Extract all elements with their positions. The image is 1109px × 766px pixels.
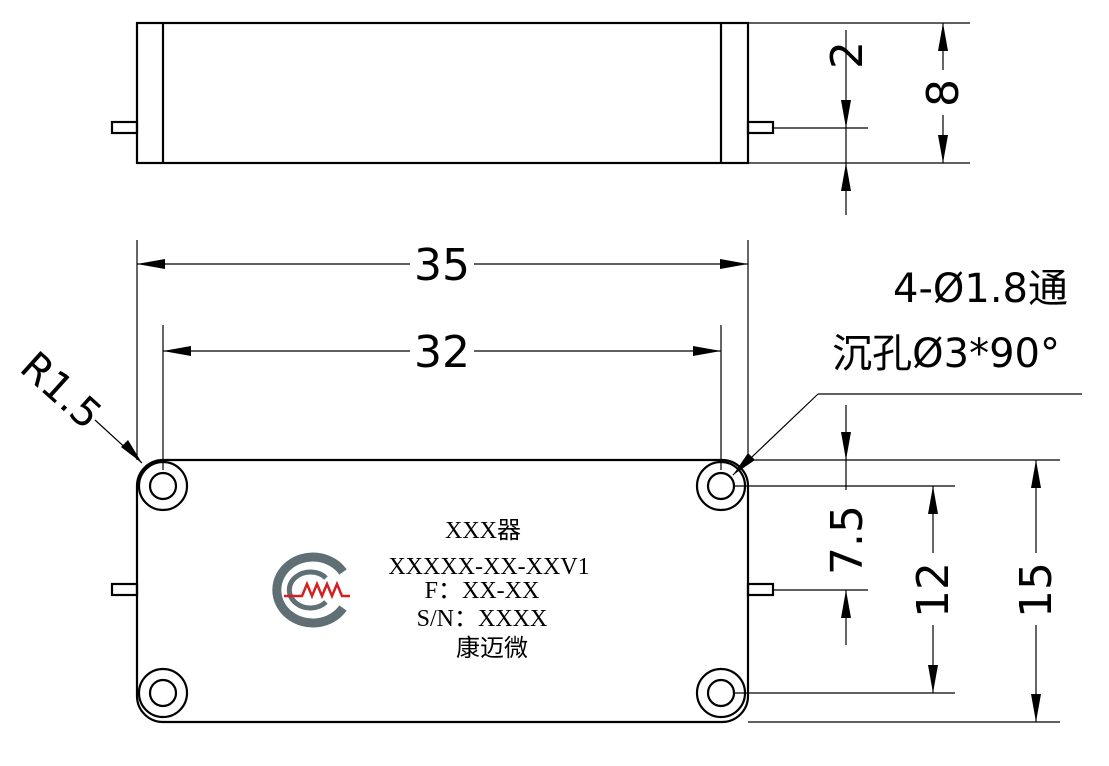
dim-text-r15: R1.5	[11, 343, 110, 438]
side-view-right-pin	[746, 120, 775, 135]
side-view-body	[135, 21, 750, 165]
label-line1: XXX器	[445, 518, 521, 544]
mounting-hole-bottom-left	[137, 667, 189, 719]
arrow-8-bottom	[938, 135, 948, 163]
arrow-r15	[121, 440, 142, 463]
hole-note-line2: 沉孔Ø3*90°	[832, 331, 1060, 377]
dim-text-12: 12	[908, 562, 959, 618]
side-view-left-pin	[110, 120, 139, 135]
label-line5: 康迈微	[456, 635, 528, 662]
arrow-8-top	[938, 23, 948, 51]
arrow-2-bottom	[841, 163, 851, 191]
hole-note-line1: 4-Ø1.8通	[893, 266, 1068, 312]
dim-text-8: 8	[918, 79, 969, 107]
dim-text-32: 32	[414, 327, 470, 378]
arrow-32-right	[693, 346, 721, 356]
arrow-35-right	[720, 259, 748, 269]
plan-view-left-pin	[110, 582, 139, 597]
arrow-15-bottom	[1031, 694, 1041, 722]
dim-text-7-5: 7.5	[822, 505, 873, 575]
label-line3: F：XX-XX	[425, 578, 540, 604]
arrow-hole-note	[733, 453, 755, 475]
arrow-35-left	[137, 259, 165, 269]
arrow-12-bottom	[928, 665, 938, 693]
arrow-2-top	[841, 100, 851, 128]
dim-text-2: 2	[822, 41, 873, 69]
dim-text-15: 15	[1011, 562, 1062, 618]
arrow-12-top	[928, 486, 938, 514]
arrow-7-5-bottom	[841, 590, 851, 618]
logo-wave	[284, 580, 350, 600]
side-view: 2 8	[110, 21, 970, 215]
arrow-32-left	[163, 346, 191, 356]
logo-inner-c	[286, 569, 328, 611]
dim-text-35: 35	[414, 240, 470, 291]
label-line2: XXXXX-XX-XXV1	[388, 554, 589, 580]
company-logo	[272, 552, 350, 628]
label-line4: S/N：XXXX	[417, 606, 548, 632]
logo-outer-c	[272, 552, 347, 628]
plan-view-right-pin	[746, 582, 775, 597]
arrow-15-top	[1031, 460, 1041, 488]
dim-8-gap	[925, 70, 961, 115]
plan-view: 35 32 R1.5 4-Ø1.8通 沉孔Ø3*90° 7.5	[11, 240, 1082, 724]
arrow-7-5-top	[841, 432, 851, 460]
